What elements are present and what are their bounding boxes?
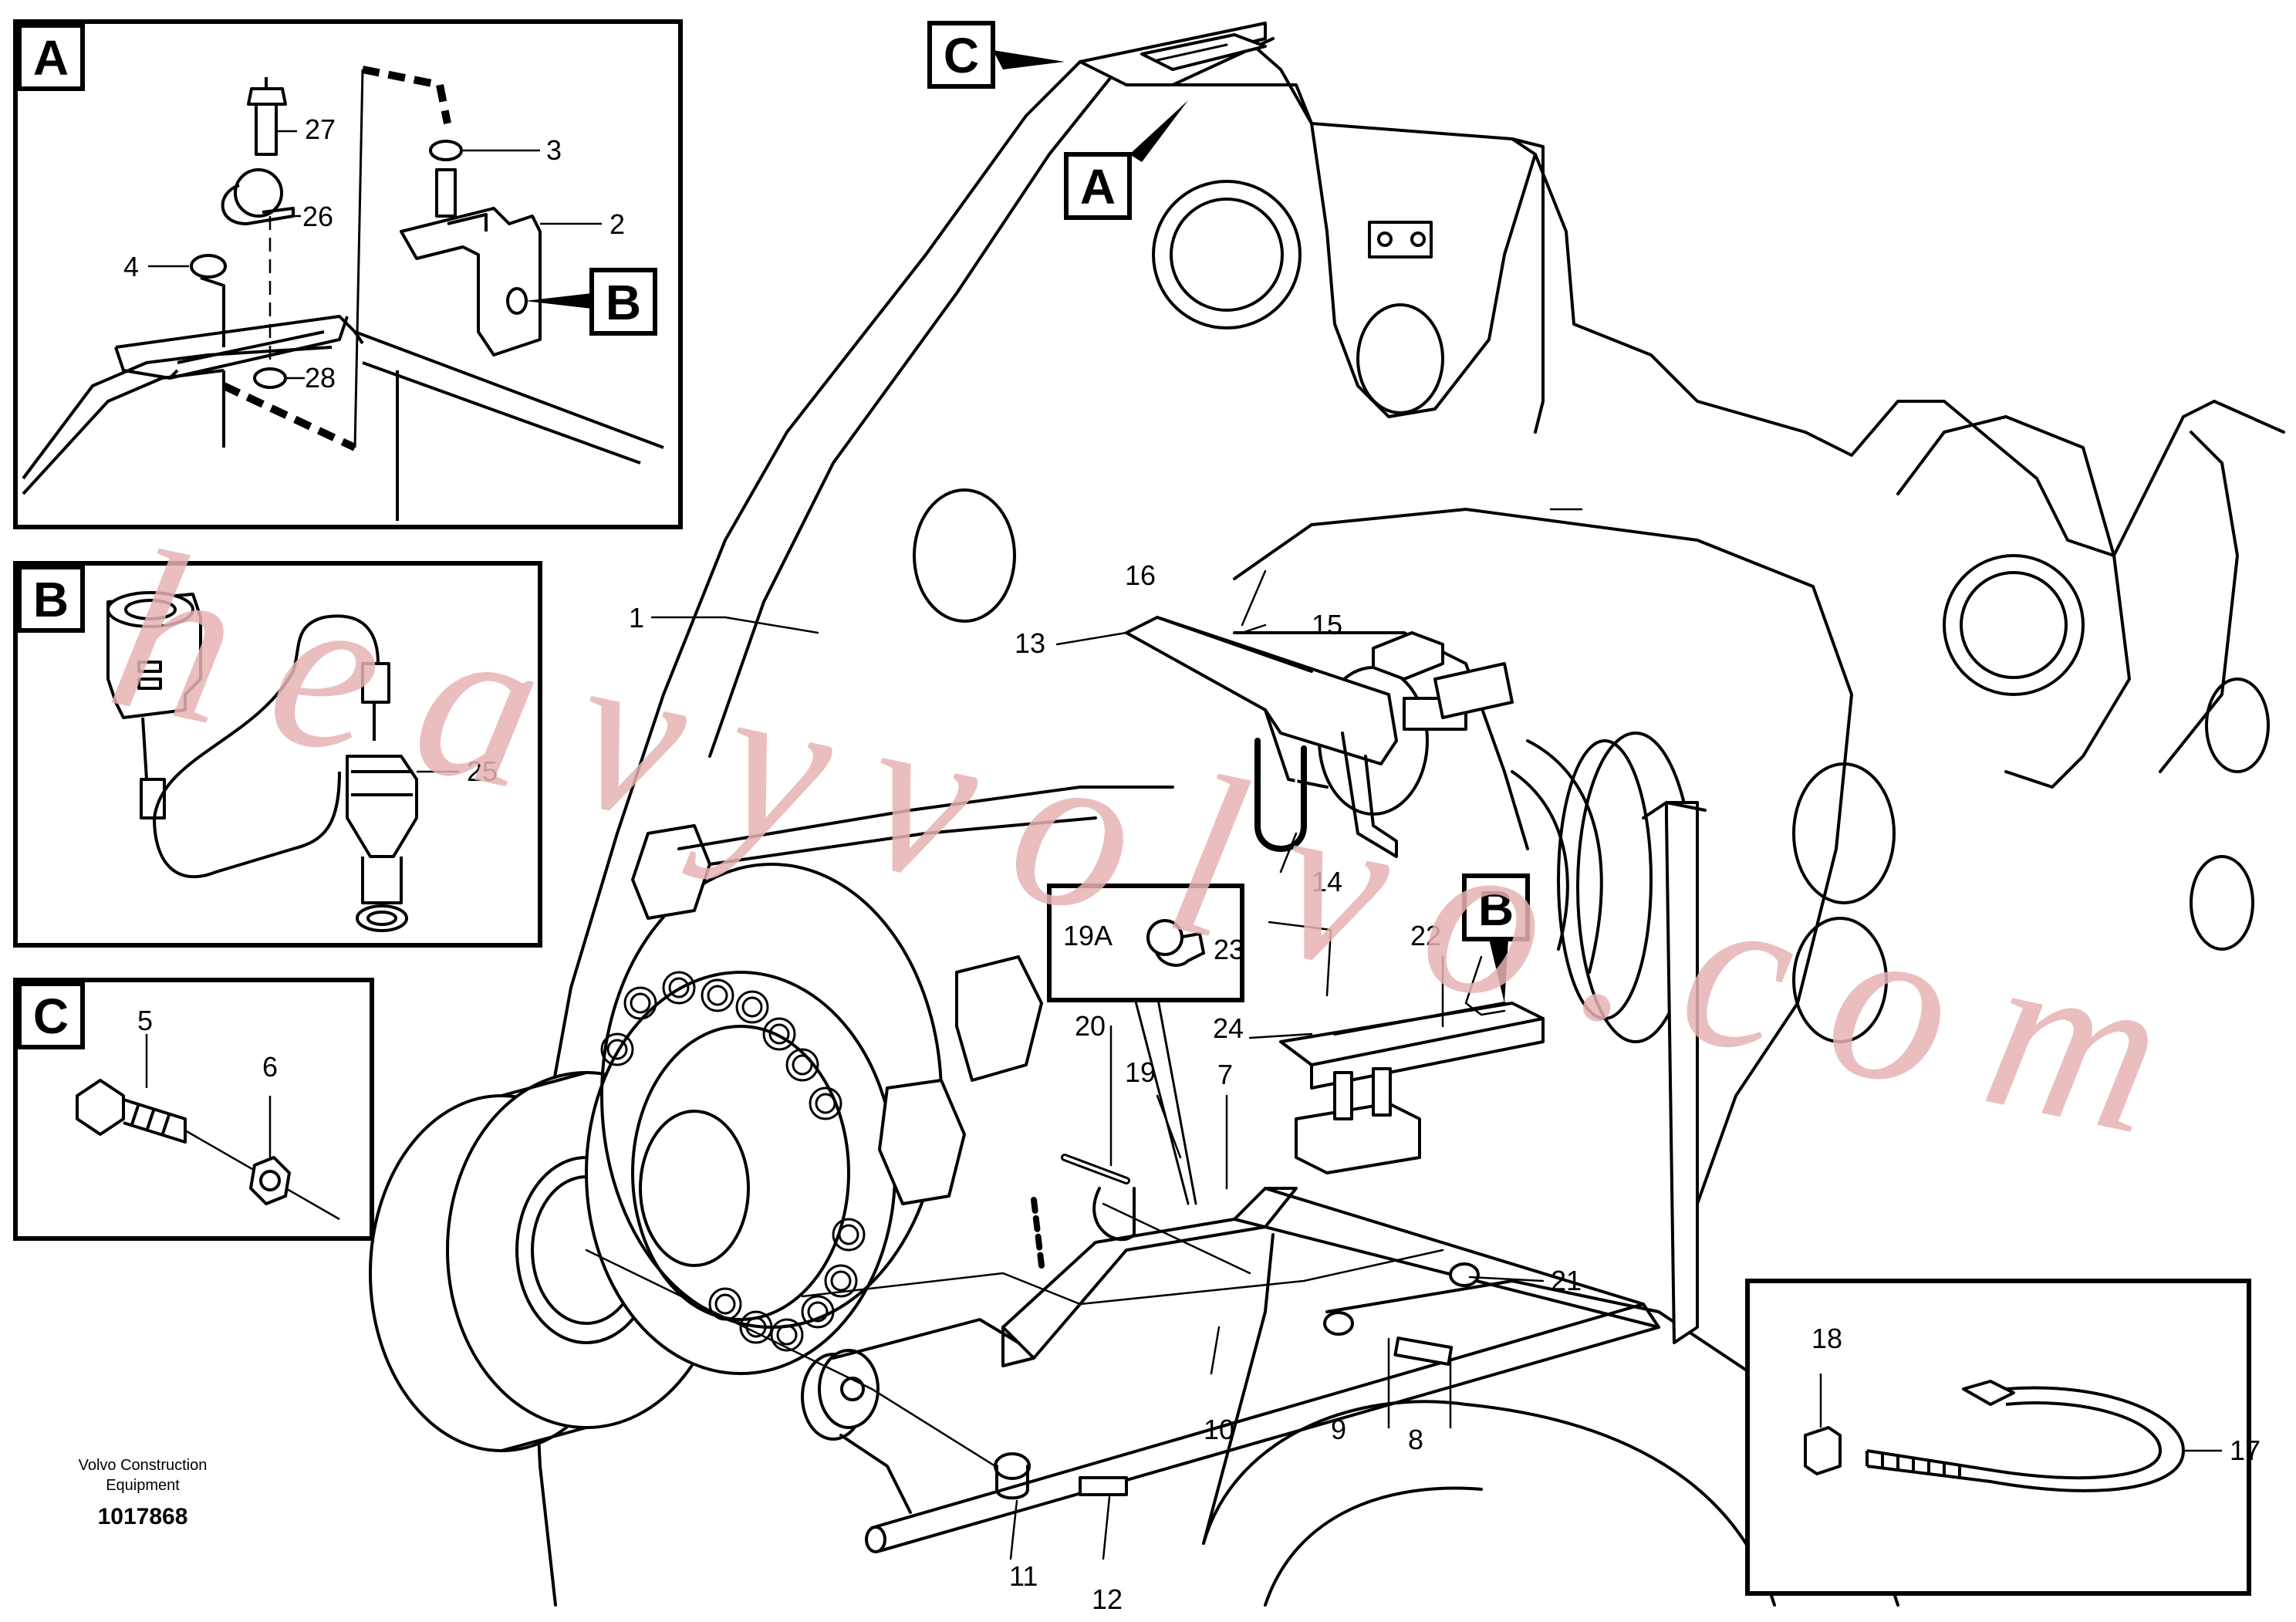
callout-22: 22	[1410, 920, 1441, 951]
callout-5: 5	[137, 1005, 153, 1036]
view-label-b: B	[33, 572, 69, 627]
drawing-number: 1017868	[98, 1504, 188, 1529]
callout-7: 7	[1217, 1059, 1233, 1090]
callout-18: 18	[1811, 1323, 1842, 1354]
main-assembly-drawing	[369, 22, 2285, 1607]
detail-cable-tie	[1745, 1279, 2251, 1596]
callout-8: 8	[1408, 1424, 1423, 1455]
publisher-caption: Volvo Construction Equipment 1017868	[79, 1457, 208, 1529]
callout-13: 13	[1015, 627, 1045, 659]
view-label-a: A	[33, 30, 69, 86]
callout-1: 1	[629, 602, 644, 634]
callout-17: 17	[2230, 1434, 2261, 1466]
callout-labels: 27 3 26 2 4 28 25 5 6 1 16 15 13 14 19A …	[123, 113, 2261, 1615]
callout-12: 12	[1092, 1583, 1123, 1615]
callout-20: 20	[1075, 1010, 1106, 1042]
callout-16: 16	[1125, 559, 1156, 591]
callout-24: 24	[1213, 1012, 1244, 1044]
callout-11: 11	[1009, 1560, 1038, 1592]
callout-2: 2	[609, 208, 625, 240]
callout-box-19a	[1047, 884, 1244, 1002]
view-label-c: C	[33, 988, 69, 1044]
caption-line-1: Volvo Construction	[79, 1457, 208, 1474]
callout-21: 21	[1551, 1265, 1582, 1296]
view-marker-a-box-corner: A	[17, 23, 85, 91]
detail-view-b	[13, 561, 542, 948]
callout-27: 27	[305, 113, 336, 145]
callout-6: 6	[262, 1051, 278, 1083]
callout-14: 14	[1312, 866, 1342, 897]
callout-4: 4	[123, 251, 139, 282]
view-marker-c-box-corner: C	[17, 982, 85, 1049]
view-pointer-label-c: C	[944, 28, 979, 83]
callout-26: 26	[302, 201, 333, 232]
callout-25: 25	[467, 755, 498, 787]
callout-15: 15	[1312, 609, 1342, 640]
detail-view-a	[13, 19, 683, 529]
view-marker-b-box-corner: B	[17, 565, 85, 633]
callout-23: 23	[1214, 934, 1244, 965]
view-marker-c-pointer: C	[927, 21, 1065, 89]
view-marker-b-pointer-in-a: B	[525, 268, 657, 336]
callout-10: 10	[1204, 1414, 1234, 1445]
callout-3: 3	[546, 134, 562, 166]
callout-9: 9	[1331, 1414, 1346, 1445]
view-pointer-label-b-main: B	[1478, 880, 1514, 936]
view-pointer-label-b-a: B	[606, 275, 641, 330]
view-pointer-label-a: A	[1080, 159, 1116, 215]
view-marker-a-pointer: A	[1064, 100, 1188, 220]
view-marker-b-pointer-main: B	[1462, 874, 1530, 1003]
callout-19: 19	[1125, 1056, 1156, 1088]
caption-line-2: Equipment	[106, 1477, 180, 1494]
callout-28: 28	[305, 362, 336, 394]
callout-19a: 19A	[1063, 920, 1113, 951]
